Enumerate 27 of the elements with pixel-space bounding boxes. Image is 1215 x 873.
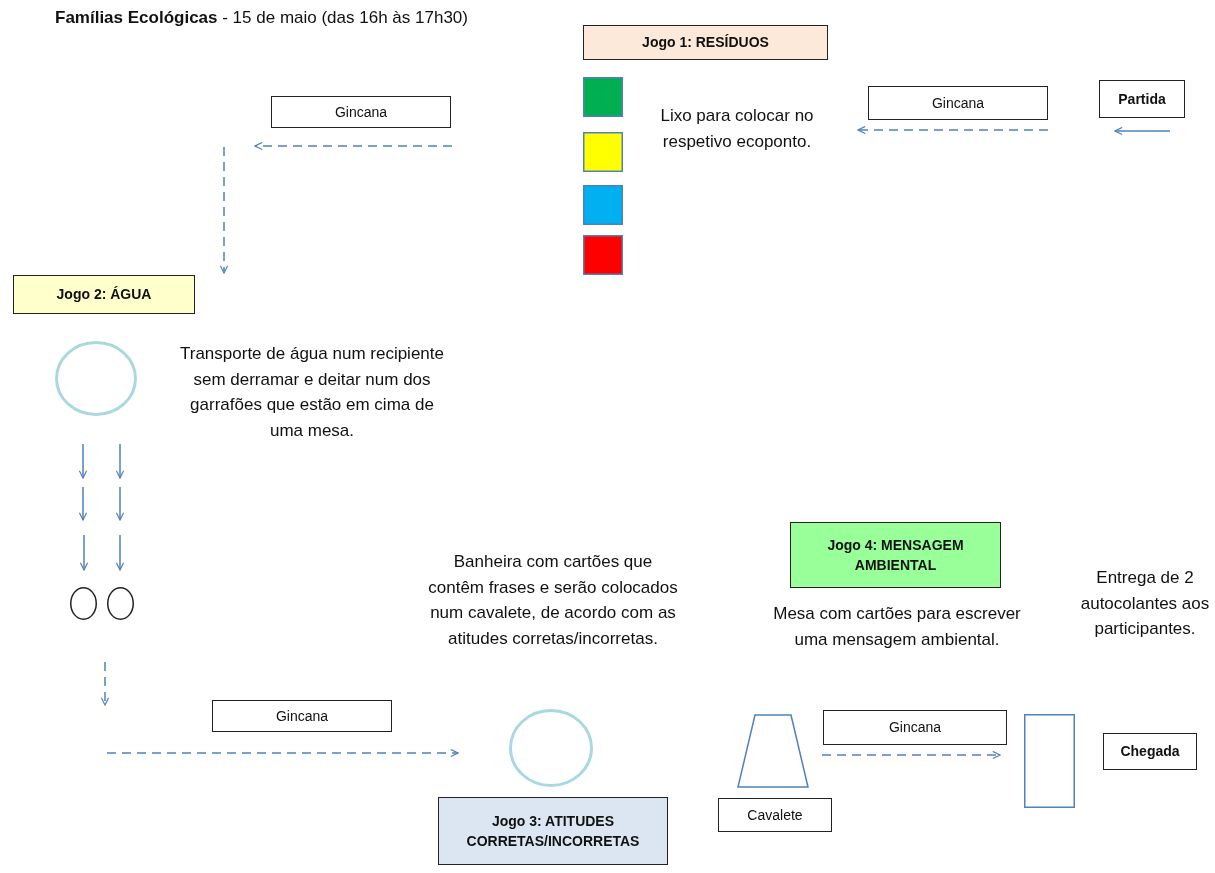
label-box: Cavalete xyxy=(718,798,832,832)
description-text: Mesa com cartões para escrever uma mensagem ambiental. xyxy=(772,603,1022,651)
game-title-box: Partida xyxy=(1099,80,1185,118)
empty-box xyxy=(583,77,623,117)
description-text: Entrega de 2 autocolantes aos participantes. xyxy=(1080,567,1210,640)
circle-shape xyxy=(70,587,97,620)
trapezoid-shape xyxy=(737,714,809,788)
description-text: Lixo para colocar no respetivo ecoponto. xyxy=(659,105,815,153)
label-box: Gincana xyxy=(212,700,392,732)
empty-box xyxy=(583,235,623,275)
label-box: Gincana xyxy=(823,710,1007,745)
game-title-box: Jogo 2: ÁGUA xyxy=(13,275,195,314)
page-title: Famílias Ecológicas - 15 de maio (das 16h às 17h30) xyxy=(55,8,468,28)
circle-shape xyxy=(509,709,593,787)
label-box: Gincana xyxy=(868,86,1048,120)
label-box: Gincana xyxy=(271,96,451,128)
game-title-box: Jogo 3: ATITUDES CORRETAS/INCORRETAS xyxy=(438,797,668,865)
game-title-box: Chegada xyxy=(1103,733,1197,770)
circle-shape xyxy=(55,341,137,416)
empty-box xyxy=(583,185,623,225)
empty-box xyxy=(1024,714,1075,808)
empty-box xyxy=(583,132,623,172)
game-title-box: Jogo 4: MENSAGEM AMBIENTAL xyxy=(790,522,1001,588)
circle-shape xyxy=(107,587,134,620)
description-text: Banheira com cartões que contêm frases e serão colocados num cavalete, de acordo com as atitudes corretas/incorretas. xyxy=(428,551,678,650)
game-title-box: Jogo 1: RESÍDUOS xyxy=(583,25,828,60)
description-text: Transporte de água num recipiente sem derramar e deitar num dos garrafões que estão em cima de uma mesa. xyxy=(179,343,445,442)
